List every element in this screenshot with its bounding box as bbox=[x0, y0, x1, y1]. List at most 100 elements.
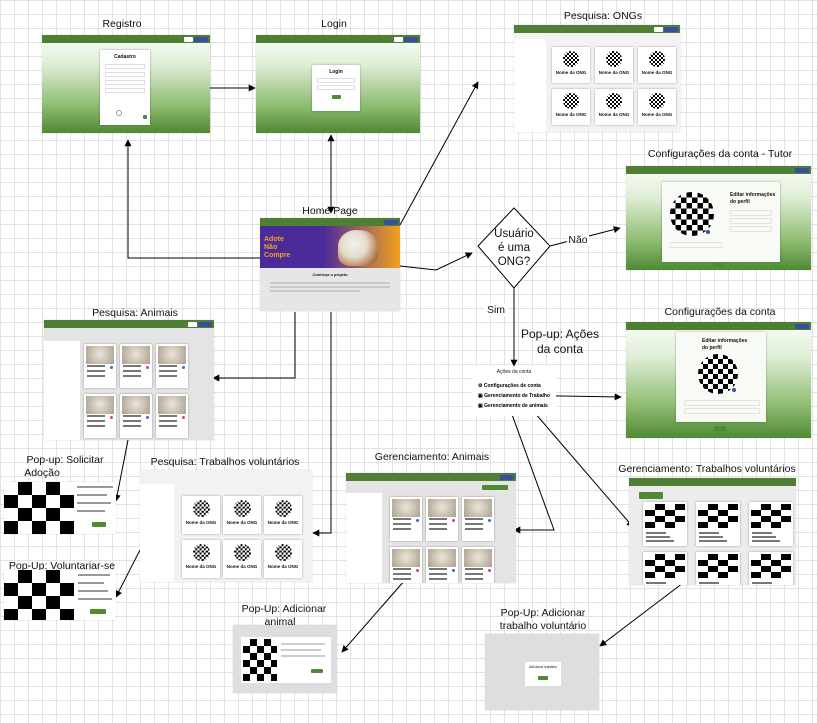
thumb-registro[interactable]: Cadastro bbox=[42, 35, 210, 133]
thumb-home-page[interactable]: Adote Não Compre Conheça o projeto bbox=[260, 218, 400, 311]
job-photo-placeholder bbox=[698, 504, 738, 528]
decision-no: Não bbox=[567, 234, 589, 246]
ong-card[interactable]: Nome da ONG bbox=[552, 89, 590, 125]
ong-card[interactable]: Nome da ONG bbox=[552, 47, 590, 83]
ong-card[interactable]: Nome da ONG bbox=[638, 89, 676, 125]
ong-card[interactable]: Nome da ONG bbox=[264, 496, 302, 534]
profile-card: Editar informações do perfil bbox=[662, 182, 780, 262]
ong-card[interactable]: Nome da ONG bbox=[182, 496, 220, 534]
job-card[interactable] bbox=[696, 552, 740, 585]
ong-name: Nome da ONG bbox=[226, 520, 258, 525]
ong-logo-placeholder bbox=[274, 544, 292, 561]
ong-card[interactable]: Nome da ONG bbox=[223, 496, 261, 534]
animal-card[interactable] bbox=[120, 344, 152, 388]
thumb-popup-adicionar-animal[interactable] bbox=[233, 625, 337, 693]
thumb-config-conta[interactable]: Editar informações do perfil bbox=[626, 322, 811, 438]
job-card[interactable] bbox=[696, 502, 740, 546]
male-icon bbox=[488, 519, 491, 522]
ong-name: Nome da ONG bbox=[185, 564, 217, 569]
save-button[interactable] bbox=[714, 426, 726, 431]
male-icon bbox=[452, 569, 455, 572]
submit-button[interactable] bbox=[143, 115, 147, 119]
label-popup-voluntariar: Pop-Up: Voluntariar-se bbox=[8, 560, 116, 572]
login-button[interactable] bbox=[332, 95, 341, 99]
nav-button bbox=[404, 36, 418, 42]
confirm-button[interactable] bbox=[311, 669, 323, 673]
menu-item-gerenciamento-animais[interactable]: ▣ Gerenciamento de animais bbox=[478, 403, 548, 409]
job-photo-placeholder bbox=[751, 554, 791, 578]
label-config-tutor: Configurações da conta - Tutor bbox=[647, 148, 793, 160]
nav-button-secondary bbox=[184, 36, 193, 42]
request-button[interactable] bbox=[92, 522, 106, 527]
ong-card[interactable]: Nome da ONG bbox=[264, 540, 302, 578]
thumb-pesquisa-animais[interactable] bbox=[44, 320, 214, 440]
volunteer-button[interactable] bbox=[90, 609, 106, 614]
menu-item-label: Gerenciamento de animais bbox=[484, 403, 548, 409]
profile-heading-2: do perfil bbox=[702, 345, 722, 351]
animal-photo-placeholder bbox=[243, 639, 277, 681]
thumb-gerenciamento-trabalhos[interactable] bbox=[629, 478, 796, 585]
animal-card[interactable] bbox=[426, 547, 458, 583]
ong-card[interactable]: Nome da ONG bbox=[638, 47, 676, 83]
ong-card[interactable]: Nome da ONG bbox=[595, 47, 633, 83]
animal-photo bbox=[392, 499, 420, 517]
female-icon bbox=[416, 569, 419, 572]
thumb-gerenciamento-animais[interactable] bbox=[346, 473, 516, 583]
job-card[interactable] bbox=[749, 552, 793, 585]
label-pesquisa-animais: Pesquisa: Animais bbox=[92, 307, 178, 319]
animal-card[interactable] bbox=[84, 344, 116, 388]
nav-button bbox=[795, 323, 809, 329]
job-photo-placeholder bbox=[645, 554, 685, 578]
female-icon bbox=[488, 569, 491, 572]
job-photo-placeholder bbox=[751, 504, 791, 528]
job-card[interactable] bbox=[749, 502, 793, 546]
ong-photo-placeholder bbox=[4, 570, 74, 620]
animal-card[interactable] bbox=[390, 497, 422, 541]
thumb-popup-voluntariar[interactable] bbox=[4, 570, 116, 620]
ong-card[interactable]: Nome da ONG bbox=[595, 89, 633, 125]
navbar bbox=[42, 35, 210, 43]
female-icon bbox=[452, 519, 455, 522]
animal-card[interactable] bbox=[462, 497, 494, 541]
add-animal-button[interactable] bbox=[482, 485, 508, 490]
navbar bbox=[514, 25, 680, 33]
animal-card[interactable] bbox=[156, 344, 188, 388]
animal-card[interactable] bbox=[462, 547, 494, 583]
profile-card: Editar informações do perfil bbox=[676, 332, 766, 422]
decision-text-3: ONG? bbox=[497, 256, 531, 268]
confirm-button[interactable] bbox=[538, 676, 548, 680]
job-card[interactable] bbox=[643, 552, 687, 585]
animal-card[interactable] bbox=[156, 394, 188, 438]
thumb-popup-adicionar-trabalho[interactable]: Adicionar trabalho bbox=[485, 634, 599, 710]
ong-card[interactable]: Nome da ONG bbox=[182, 540, 220, 578]
job-card[interactable] bbox=[643, 502, 687, 546]
popup-title: Adicionar trabalho bbox=[528, 665, 558, 669]
ong-name: Nome da ONG bbox=[185, 520, 217, 525]
thumb-login[interactable]: Login bbox=[256, 35, 420, 133]
menu-item-configuracoes[interactable]: ⚙ Configurações de conta bbox=[478, 383, 541, 389]
label-config-conta: Configurações da conta bbox=[664, 306, 776, 318]
label-popup-acoes-2: da conta bbox=[536, 342, 584, 356]
thumb-config-tutor[interactable]: Editar informações do perfil bbox=[626, 166, 811, 270]
avatar-edit-dot[interactable] bbox=[706, 230, 710, 234]
animal-card[interactable] bbox=[426, 497, 458, 541]
animal-card[interactable] bbox=[120, 394, 152, 438]
ong-card[interactable]: Nome da ONG bbox=[223, 540, 261, 578]
label-popup-solicitar-2: Adoção bbox=[24, 467, 60, 479]
save-button[interactable] bbox=[712, 262, 724, 267]
avatar-edit-dot[interactable] bbox=[732, 388, 736, 392]
navbar bbox=[260, 218, 400, 226]
menu-item-gerenciamento-trabalho[interactable]: ▣ Gerenciamento de Trabalho bbox=[478, 393, 550, 399]
navbar bbox=[256, 35, 420, 43]
nav-button bbox=[194, 36, 208, 42]
animal-card[interactable] bbox=[84, 394, 116, 438]
label-popup-adicionar-animal-1: Pop-Up: Adicionar bbox=[241, 603, 327, 615]
animal-card[interactable] bbox=[390, 547, 422, 583]
thumb-popup-solicitar-adocao[interactable] bbox=[4, 482, 116, 534]
add-job-button[interactable] bbox=[639, 492, 663, 499]
ong-name: Nome da ONG bbox=[641, 112, 673, 117]
arrow-popup-gerenciamento-animais bbox=[505, 397, 555, 534]
animal-photo bbox=[428, 499, 456, 517]
